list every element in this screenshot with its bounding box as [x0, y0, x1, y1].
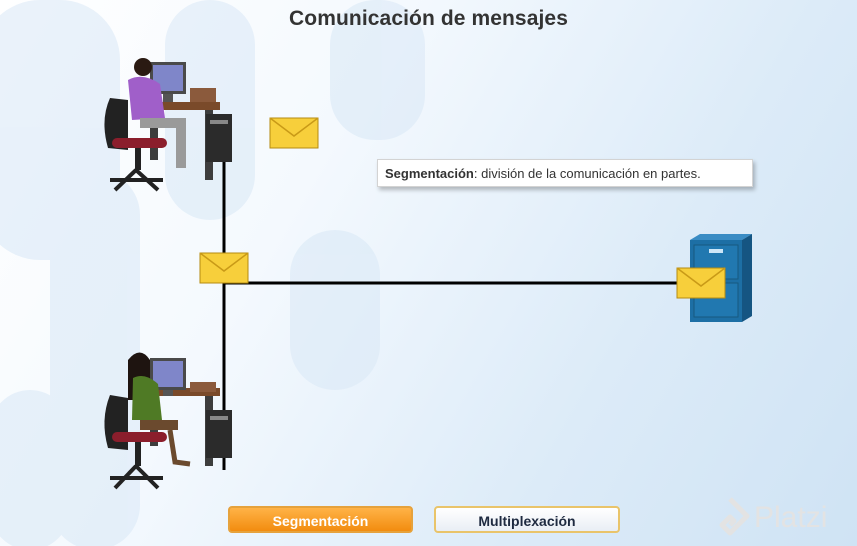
definition-note: Segmentación: división de la comunicació… — [377, 159, 753, 187]
multiplexing-button[interactable]: Multiplexación — [434, 506, 620, 533]
platzi-watermark: Platzi — [708, 496, 857, 541]
platzi-logo-icon — [719, 497, 750, 536]
note-term: Segmentación — [385, 166, 474, 181]
note-definition: : división de la comunicación en partes. — [473, 166, 701, 181]
workstation-bottom — [104, 352, 232, 490]
envelope-icon — [199, 252, 249, 284]
segmentation-button[interactable]: Segmentación — [228, 506, 413, 533]
network-links — [222, 140, 690, 470]
page-title: Comunicación de mensajes — [289, 7, 568, 30]
watermark-text: Platzi — [754, 501, 828, 534]
workstation-top — [104, 58, 232, 192]
envelope-icon — [676, 267, 726, 299]
envelope-icon — [269, 117, 319, 149]
